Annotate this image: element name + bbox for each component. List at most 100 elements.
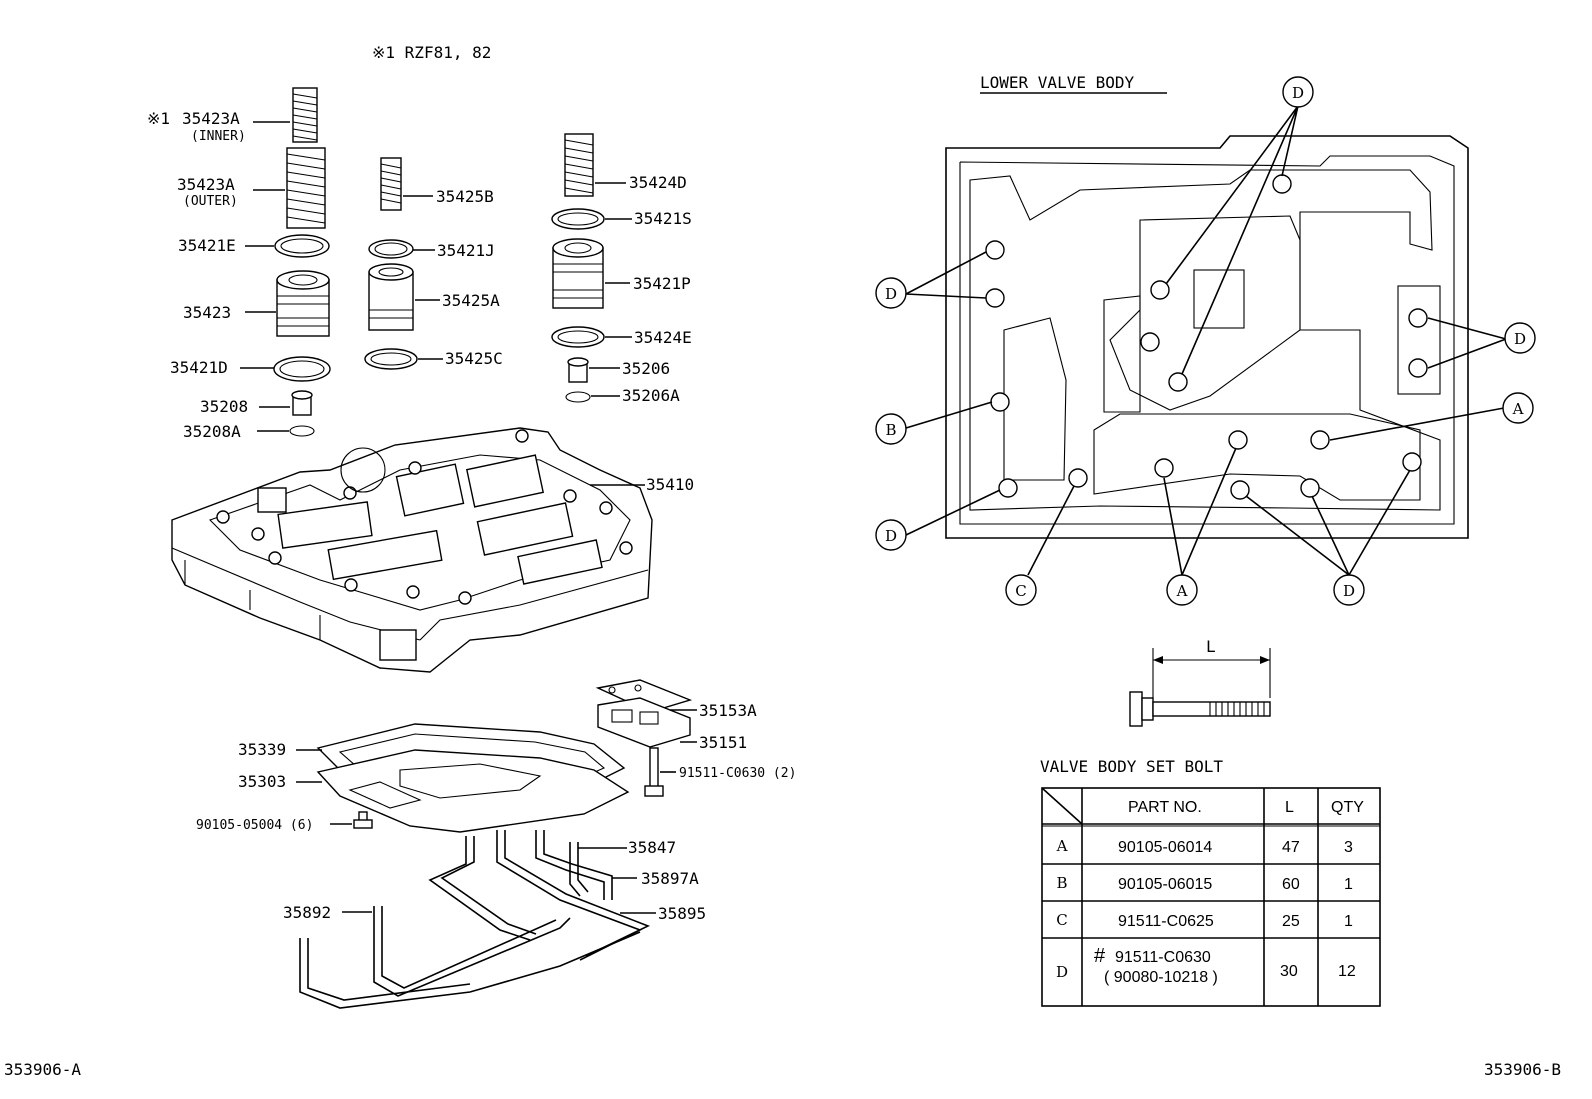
label-35151: 35151 (699, 733, 747, 752)
svg-text:D: D (1343, 582, 1355, 600)
label-35423: 35423 (183, 303, 231, 322)
table-title: VALVE BODY SET BOLT (1040, 757, 1223, 776)
sleeve-35421P (552, 238, 604, 309)
marker-C: C (1005, 574, 1037, 606)
table-row-l: 47 (1282, 839, 1300, 856)
label-35208A: 35208A (183, 422, 241, 441)
seal-ring-35421E (274, 234, 330, 258)
label-90105-05004: 90105-05004 (6) (196, 818, 313, 833)
plug-35208 (291, 390, 313, 416)
tube-35847 (428, 830, 650, 961)
tube-35892 (299, 906, 641, 1009)
bolt-table (1041, 787, 1381, 1007)
label-35424E: 35424E (634, 328, 692, 347)
upper-valve-body-35410 (171, 427, 653, 673)
label-35425A: 35425A (442, 291, 500, 310)
table-row-qty: 1 (1344, 913, 1353, 930)
label-35421D: 35421D (170, 358, 228, 377)
svg-text:B: B (885, 421, 896, 439)
label-35423A-inner-sub: (INNER) (191, 129, 246, 144)
table-row-key: C (1056, 911, 1067, 929)
marker-D-left-lower: D (875, 519, 907, 551)
lower-valve-body-outline (945, 135, 1469, 539)
label-35421J: 35421J (437, 241, 495, 260)
marker-D-left-upper: D (875, 277, 907, 309)
svg-text:D: D (1292, 84, 1304, 102)
table-row-key: B (1056, 874, 1067, 892)
model-note: ※1 RZF81, 82 (372, 43, 491, 62)
svg-text:D: D (1514, 330, 1526, 348)
table-row-part-alt: ( 90080-10218 ) (1104, 969, 1218, 986)
table-row-qty: 3 (1344, 839, 1353, 856)
label-35897A: 35897A (641, 869, 699, 888)
plug-35206 (567, 357, 589, 383)
table-corner-diagonal (1041, 787, 1083, 825)
seal-ring-35425C (364, 348, 418, 370)
label-35421E: 35421E (178, 236, 236, 255)
table-row-qty: 12 (1338, 963, 1356, 980)
marker-A-bottom: A (1166, 574, 1198, 606)
table-header-l: L (1285, 799, 1294, 816)
svg-text:C: C (1015, 582, 1026, 600)
label-35303: 35303 (238, 772, 286, 791)
label-35423A-outer: 35423A (177, 175, 235, 194)
label-91511-C0630: 91511-C0630 (2) (679, 766, 796, 781)
lower-valve-body-title: LOWER VALVE BODY (980, 73, 1134, 92)
table-header-part: PART NO. (1128, 799, 1202, 816)
bolt-90105-05004 (353, 811, 373, 829)
table-row-qty: 1 (1344, 876, 1353, 893)
table-header-qty: QTY (1331, 799, 1364, 816)
svg-text:A: A (1512, 400, 1524, 418)
marker-D-top: D (1282, 76, 1314, 108)
table-row-part: 90105-06014 (1118, 839, 1212, 856)
seal-ring-35421S (551, 208, 605, 230)
marker-A-right: A (1502, 392, 1534, 424)
table-row-mark: # (1094, 945, 1106, 967)
spring-35425B (380, 157, 402, 211)
bolt-dimension-drawing (1129, 648, 1271, 727)
o-ring-35208A (289, 425, 315, 437)
bolt-heads (985, 174, 1428, 500)
table-row-l: 25 (1282, 913, 1300, 930)
label-35206: 35206 (622, 359, 670, 378)
label-35847: 35847 (628, 838, 676, 857)
table-row-key: D (1056, 963, 1068, 981)
plate-35303 (316, 749, 630, 833)
svg-text:D: D (885, 285, 897, 303)
label-35424D: 35424D (629, 173, 687, 192)
table-row-part: 91511-C0630 (1115, 949, 1211, 966)
label-35153A: 35153A (699, 701, 757, 720)
label-35421P: 35421P (633, 274, 691, 293)
table-row-l: 60 (1282, 876, 1300, 893)
marker-D-right: D (1504, 322, 1536, 354)
spring-35423A-outer (286, 147, 326, 229)
seal-ring-35424E (551, 326, 605, 348)
label-35425B: 35425B (436, 187, 494, 206)
label-35423A-outer-sub: (OUTER) (183, 194, 238, 209)
spring-35424D (564, 133, 594, 197)
label-35339: 35339 (238, 740, 286, 759)
label-35421S: 35421S (634, 209, 692, 228)
label-35206A: 35206A (622, 386, 680, 405)
spring-35423A-inner (292, 87, 318, 143)
label-35425C: 35425C (445, 349, 503, 368)
sleeve-35425A (368, 263, 414, 331)
footer-code-left: 353906-A (4, 1060, 81, 1079)
o-ring-35206A (565, 391, 591, 403)
tube-35897A (535, 830, 613, 900)
svg-text:A: A (1176, 582, 1188, 600)
label-35208: 35208 (200, 397, 248, 416)
marker-B: B (875, 413, 907, 445)
table-row-part: 90105-06015 (1118, 876, 1212, 893)
label-35423A-inner-mark: ※1 (147, 109, 170, 128)
bolt-dimension-label: L (1206, 637, 1216, 656)
solenoid-35151 (597, 697, 691, 748)
label-35895: 35895 (658, 904, 706, 923)
table-row-l: 30 (1280, 963, 1298, 980)
label-35423A-inner: 35423A (182, 109, 240, 128)
svg-text:D: D (885, 527, 897, 545)
table-row-key: A (1056, 837, 1068, 855)
marker-D-bottom: D (1333, 574, 1365, 606)
label-35892: 35892 (283, 903, 331, 922)
